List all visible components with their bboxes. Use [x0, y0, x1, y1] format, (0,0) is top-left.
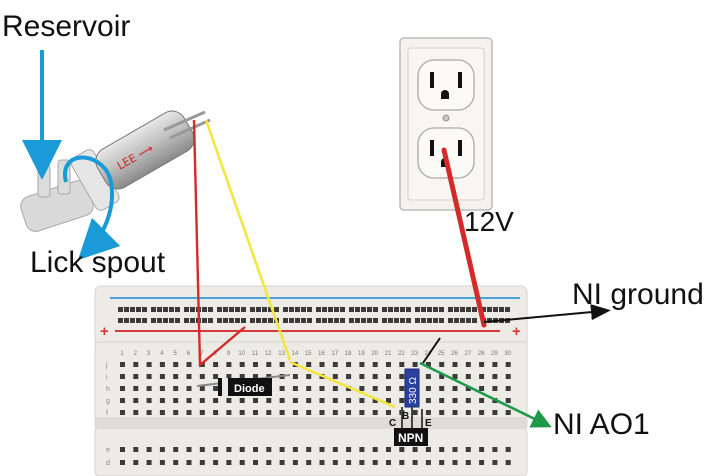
column-number: 15 — [305, 351, 312, 357]
column-number: 25 — [438, 351, 445, 357]
column-number: 29 — [491, 351, 498, 357]
column-number: 6 — [187, 351, 191, 357]
diode-label: Diode — [234, 383, 265, 395]
ni-ground-arrow — [483, 304, 611, 323]
row-letter: j — [105, 362, 108, 369]
npn-label: NPN — [398, 431, 423, 445]
outlet-socket-top — [417, 59, 475, 111]
pin-e-label: E — [425, 418, 432, 429]
resistor-label: 330 Ω — [408, 377, 419, 404]
column-number: 12 — [265, 351, 272, 357]
column-number: 4 — [160, 351, 164, 357]
column-number: 30 — [504, 351, 511, 357]
column-number: 17 — [331, 351, 338, 357]
row-letter: d — [106, 460, 110, 467]
column-number: 18 — [345, 351, 352, 357]
column-number: 26 — [451, 351, 458, 357]
column-number: 23 — [411, 351, 418, 357]
row-letter: e — [106, 447, 110, 454]
column-number: 9 — [227, 351, 231, 357]
column-number: 20 — [371, 351, 378, 357]
wall-outlet — [399, 37, 493, 211]
green-wire-base — [419, 361, 552, 428]
column-number: 1 — [120, 351, 124, 357]
yellow-wire-valve — [204, 119, 292, 361]
row-letter: f — [106, 410, 108, 417]
column-number: 27 — [464, 351, 471, 357]
column-number: 8 — [213, 351, 217, 357]
npn-transistor: NPN C B E — [389, 407, 432, 446]
row-letter: g — [106, 398, 110, 405]
solenoid-valve-image: LEE ⟿ — [20, 110, 211, 232]
rail-plus-right: + — [512, 323, 521, 340]
ni-ao1-label: NI AO1 — [553, 408, 650, 441]
column-number: 2 — [134, 351, 138, 357]
column-number: 10 — [238, 351, 245, 357]
black-wire-emitter — [422, 337, 441, 364]
diode: Diode — [196, 374, 291, 396]
row-letter: i — [106, 374, 108, 381]
column-number: 22 — [398, 351, 405, 357]
resistor: 330 Ω — [404, 368, 420, 408]
column-number: 11 — [252, 351, 259, 357]
pin-b-label: B — [402, 411, 409, 422]
flow-arrow — [63, 155, 121, 261]
column-number: 19 — [358, 351, 365, 357]
red-wire-valve — [192, 119, 246, 368]
yellow-wire-collector — [289, 360, 396, 409]
column-number: 16 — [318, 351, 325, 357]
wires — [192, 119, 611, 428]
voltage-label: 12V — [464, 206, 514, 237]
rail-plus-left: + — [100, 323, 109, 340]
red-wire-12v — [441, 147, 487, 328]
pin-c-label: C — [389, 418, 396, 429]
column-number: 14 — [292, 351, 299, 357]
column-number: 28 — [478, 351, 485, 357]
ni-ground-label: NI ground — [572, 278, 704, 311]
column-number: 13 — [278, 351, 285, 357]
row-letter: h — [106, 386, 110, 393]
column-number: 7 — [200, 351, 204, 357]
column-number: 3 — [147, 351, 151, 357]
reservoir-label: Reservoir — [2, 10, 131, 43]
lick-spout-label: Lick spout — [30, 246, 166, 279]
column-number: 5 — [174, 351, 178, 357]
column-number: 21 — [385, 351, 392, 357]
